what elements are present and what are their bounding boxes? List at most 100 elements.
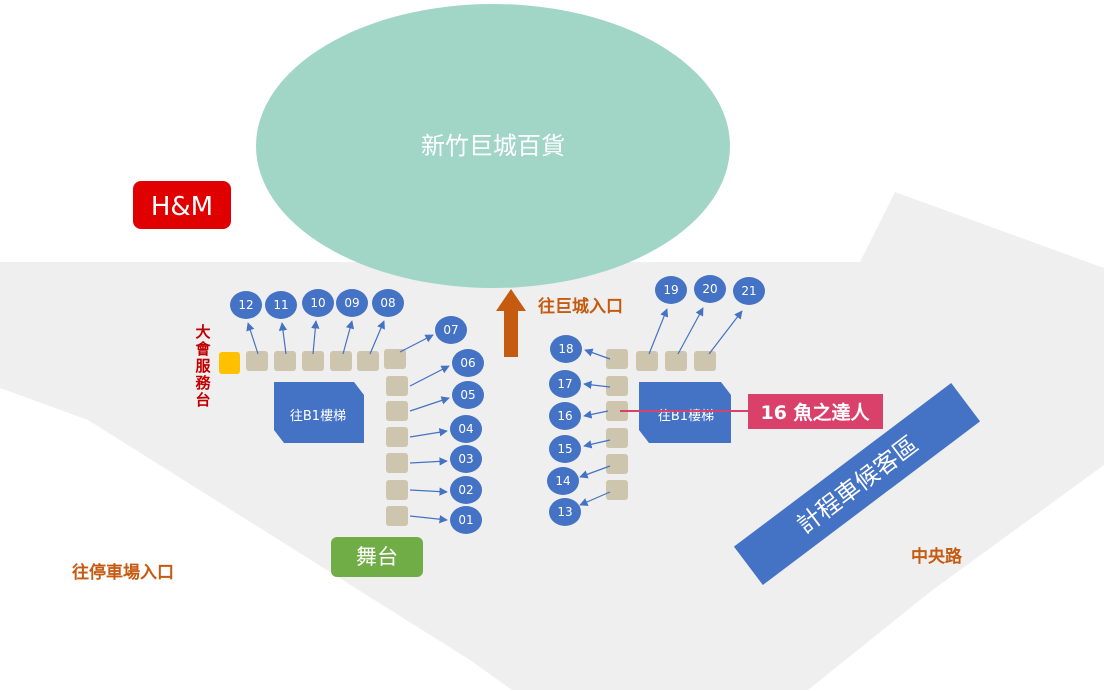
booth-number-label: 02 — [458, 483, 473, 497]
booth-marker-19[interactable] — [655, 276, 687, 304]
highlight-callout-label: 16 魚之達人 — [760, 401, 870, 424]
booth-marker-20[interactable] — [694, 275, 726, 303]
stairs-b1-left-label: 往B1樓梯 — [290, 409, 346, 424]
booth-arrow-03 — [409, 457, 448, 466]
stairs-b1-right-label: 往B1樓梯 — [658, 409, 714, 424]
booth-arrow-20 — [677, 307, 704, 355]
parking-entrance-label: 往停車場入口 — [72, 562, 174, 583]
booth-arrow-06 — [409, 365, 450, 387]
booth-arrows — [246, 307, 743, 524]
booth-arrow-14 — [579, 465, 611, 479]
booth-stall-03 — [386, 453, 408, 473]
booth-marker-03[interactable] — [450, 445, 482, 473]
booth-number-label: 17 — [557, 377, 572, 391]
booth-stall-14 — [606, 454, 628, 474]
booth-stall-12 — [246, 351, 268, 371]
booth-stall-02 — [386, 480, 408, 500]
booth-marker-01[interactable] — [450, 506, 482, 534]
booth-arrow-13 — [579, 491, 611, 506]
booth-arrow-07 — [399, 334, 434, 353]
booth-marker-09[interactable] — [336, 289, 368, 317]
booth-number-label: 08 — [380, 296, 395, 310]
stairs-b1-left — [274, 382, 364, 443]
booth-marker-07[interactable] — [435, 316, 467, 344]
booth-number-label: 20 — [702, 282, 717, 296]
booth-number-label: 16 — [557, 409, 572, 423]
booth-number-label: 01 — [458, 513, 473, 527]
service-desk-char: 大 — [195, 323, 210, 341]
booth-arrow-09 — [342, 320, 355, 355]
hm-store-label: H&M — [151, 192, 213, 222]
service-desk-char: 務 — [195, 374, 211, 392]
booth-arrow-12 — [246, 322, 259, 355]
booth-number-label: 12 — [238, 298, 253, 312]
booth-stall-09 — [330, 351, 352, 371]
booth-stall-01 — [386, 506, 408, 526]
service-desk-char: 服 — [195, 357, 211, 375]
booth-arrow-01 — [409, 515, 448, 524]
booth-marker-16[interactable] — [549, 402, 581, 430]
booth-number-label: 05 — [460, 388, 475, 402]
booth-number-label: 14 — [555, 474, 570, 488]
service-desk — [219, 352, 240, 374]
booth-marker-14[interactable] — [547, 467, 579, 495]
booth-marker-17[interactable] — [549, 370, 581, 398]
booth-stall-17 — [606, 376, 628, 396]
booth-stall-13 — [606, 480, 628, 500]
booth-number-label: 04 — [458, 422, 473, 436]
stage-sign — [331, 537, 423, 577]
booth-marker-06[interactable] — [452, 349, 484, 377]
booth-stall-11 — [274, 351, 296, 371]
booth-number-label: 09 — [344, 296, 359, 310]
booth-marker-18[interactable] — [550, 335, 582, 363]
booth-stall-04 — [386, 427, 408, 447]
booth-marker-12[interactable] — [230, 291, 262, 319]
booth-stall-16 — [606, 401, 628, 421]
booth-marker-21[interactable] — [733, 277, 765, 305]
booth-stall-08 — [357, 351, 379, 371]
booth-arrow-10 — [311, 320, 320, 355]
highlight-callout — [748, 394, 883, 429]
booth-stall-18 — [606, 349, 628, 369]
booth-arrow-19 — [648, 308, 669, 355]
booth-marker-13[interactable] — [549, 498, 581, 526]
booth-stall-20 — [665, 351, 687, 371]
booth-arrow-15 — [583, 439, 611, 449]
booth-stall-19 — [636, 351, 658, 371]
stairs-b1-right — [639, 382, 731, 443]
mall-name-label: 新竹巨城百貨 — [421, 132, 565, 160]
booth-number-label: 15 — [557, 442, 572, 456]
booth-number-label: 21 — [741, 284, 756, 298]
road-label: 中央路 — [911, 546, 963, 567]
booth-arrow-08 — [369, 320, 385, 355]
booth-marker-08[interactable] — [372, 289, 404, 317]
booth-stalls — [246, 349, 716, 526]
booth-arrow-17 — [583, 380, 611, 390]
stage-label: 舞台 — [356, 545, 398, 569]
booth-marker-15[interactable] — [549, 435, 581, 463]
booth-stall-07 — [384, 349, 406, 369]
booth-arrow-21 — [708, 310, 743, 355]
booth-stall-15 — [606, 428, 628, 448]
booth-stall-06 — [386, 376, 408, 396]
mall-building — [256, 4, 730, 288]
booth-stall-05 — [386, 401, 408, 421]
booth-number-label: 11 — [273, 298, 288, 312]
booth-arrow-04 — [409, 428, 448, 438]
booth-marker-11[interactable] — [265, 291, 297, 319]
mall-entrance-label: 往巨城入口 — [538, 296, 623, 317]
booth-stall-10 — [302, 351, 324, 371]
hm-store-sign — [133, 181, 231, 229]
booth-number-label: 19 — [663, 283, 678, 297]
booth-number-label: 03 — [458, 452, 473, 466]
booth-marker-05[interactable] — [452, 381, 484, 409]
booth-marker-10[interactable] — [302, 289, 334, 317]
booth-marker-04[interactable] — [450, 415, 482, 443]
booth-number-label: 06 — [460, 356, 475, 370]
booth-arrow-11 — [278, 322, 288, 355]
booth-marker-02[interactable] — [450, 476, 482, 504]
